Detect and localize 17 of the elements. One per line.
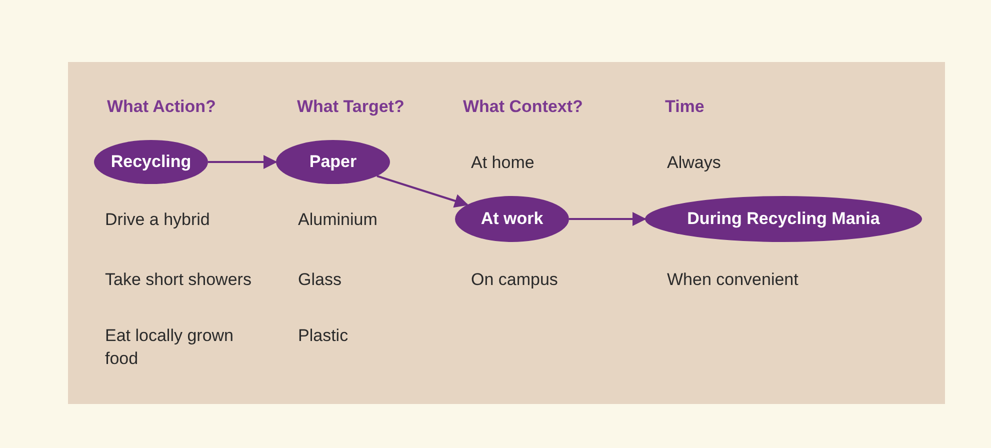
column-header: What Context? — [463, 96, 583, 118]
arrow — [208, 155, 278, 169]
option-text: Glass — [298, 269, 342, 291]
option-text: Take short showers — [105, 269, 252, 291]
column-header: What Target? — [297, 96, 404, 118]
option-text: Aluminium — [298, 209, 378, 231]
column-header: What Action? — [107, 96, 216, 118]
option-text: On campus — [471, 269, 558, 291]
option-text: Plastic — [298, 325, 348, 347]
option-text: Always — [667, 152, 721, 174]
column-header: Time — [665, 96, 704, 118]
option-text: Eat locally grown food — [105, 325, 235, 370]
arrow — [376, 175, 469, 208]
option-text: At home — [471, 152, 534, 174]
option-text: Drive a hybrid — [105, 209, 210, 231]
arrow — [569, 212, 646, 226]
option-text: When convenient — [667, 269, 798, 291]
